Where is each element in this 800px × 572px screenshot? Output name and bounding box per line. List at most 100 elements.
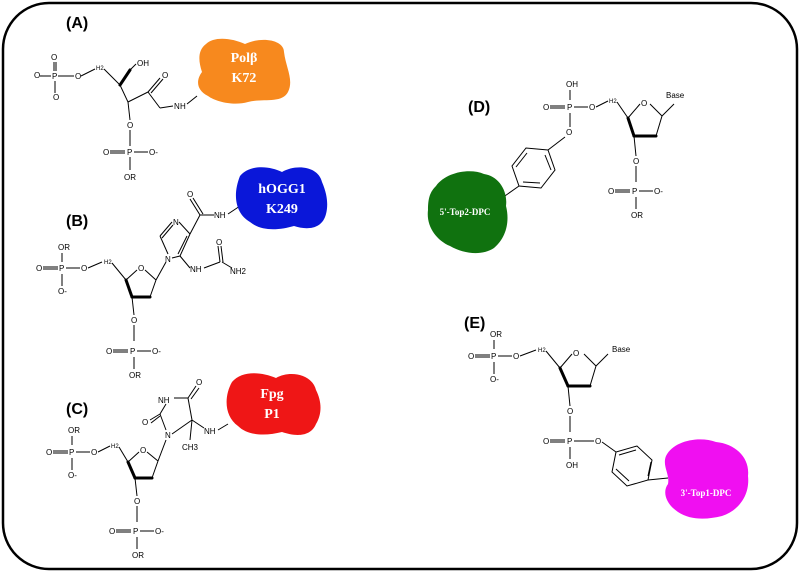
protein-name-hogg1: hOGG1 xyxy=(258,182,305,197)
atom-o-phenyl: O xyxy=(595,437,601,446)
phenyl-ring-e xyxy=(611,445,653,487)
atom-o3: O xyxy=(567,407,573,416)
atom-o-top: O xyxy=(51,53,57,62)
atom-o-top-minus: O- xyxy=(34,71,43,80)
atom-or2: OR xyxy=(124,173,136,182)
atom-oh: OH xyxy=(137,59,149,68)
phenyl-ring-d xyxy=(511,147,556,189)
protein-name-top2: 5'-Top2-DPC xyxy=(440,207,491,217)
atom-ch2: H2 xyxy=(111,444,119,450)
atom-o-right2: O- xyxy=(152,347,161,356)
atom-o-left2: O xyxy=(608,187,614,196)
atom-nh-h: H xyxy=(180,102,186,111)
atom-nh-n: N xyxy=(174,102,180,111)
panel-d-label: (D) xyxy=(468,99,490,116)
protein-blob-top1 xyxy=(664,439,749,519)
atom-o-ring: O xyxy=(573,349,579,358)
atom-p1: P xyxy=(69,448,74,457)
atom-p2: P xyxy=(130,347,135,356)
atom-o-left2: O xyxy=(103,148,109,157)
atom-o-link: O xyxy=(513,352,519,361)
atom-o-left: O xyxy=(36,264,42,273)
atom-o-right-carb: O xyxy=(196,378,202,387)
protein-name-top1: 3'-Top1-DPC xyxy=(681,488,732,498)
protein-name-fpg: Fpg xyxy=(260,387,283,402)
protein-residue-k249: K249 xyxy=(266,202,298,217)
atom-o3: O xyxy=(633,157,639,166)
atom-o-left2: O xyxy=(106,347,112,356)
protein-blob-polb xyxy=(198,38,291,104)
atom-o-minus: O- xyxy=(68,471,77,480)
atom-o-link: O xyxy=(81,264,87,273)
atom-o-link1: O xyxy=(75,72,81,81)
atom-ch2: H2 xyxy=(538,348,546,354)
atom-o-left: O xyxy=(543,103,549,112)
atom-o-minus: O- xyxy=(490,375,499,384)
atom-n-ring: N xyxy=(165,431,171,440)
atom-o-left: O xyxy=(468,352,474,361)
atom-o-left: O xyxy=(46,448,52,457)
atom-o3: O xyxy=(131,316,137,325)
atom-oh: OH xyxy=(566,80,578,89)
atom-or-top: OR xyxy=(490,330,502,339)
atom-o-left-carb: O xyxy=(142,418,148,427)
atom-p1: P xyxy=(52,72,57,81)
protein-blob-fpg xyxy=(226,373,321,435)
atom-nh-link: NH xyxy=(204,427,216,436)
atom-o-link: O xyxy=(589,103,595,112)
atom-o-carb: O xyxy=(187,190,193,199)
atom-base: Base xyxy=(612,345,631,354)
atom-o-right2: O- xyxy=(654,187,663,196)
atom-o-left1: O xyxy=(53,93,59,102)
atom-nh-side: NH xyxy=(190,265,202,274)
atom-base: Base xyxy=(666,91,685,100)
atom-o-link: O xyxy=(91,448,97,457)
panel-e: (E) OR O P O- O H2 O Base O O P OH xyxy=(464,315,749,519)
atom-or2: OR xyxy=(631,211,643,220)
atom-o-left2: O xyxy=(543,437,549,446)
atom-p1: P xyxy=(491,352,496,361)
panel-b: (B) OR O P O- O H2 O N N xyxy=(36,167,328,380)
atom-o-minus: O- xyxy=(58,287,67,296)
atom-o-carbonyl: O xyxy=(162,71,168,80)
atom-or-top: OR xyxy=(58,243,70,252)
panel-c-label: (C) xyxy=(66,401,88,418)
atom-o-urea: O xyxy=(216,238,222,247)
atom-nh2: NH2 xyxy=(230,267,247,276)
protein-name-polb: Polβ xyxy=(231,51,258,66)
atom-o-right2: O- xyxy=(149,148,158,157)
panel-a: (A) O O- P O O H2 OH O N H O P O xyxy=(34,15,291,182)
atom-o-ring: O xyxy=(641,99,647,108)
atom-ch2: H2 xyxy=(96,66,104,72)
protein-blob-top2 xyxy=(427,171,508,254)
atom-p2: P xyxy=(567,437,572,446)
panel-e-label: (E) xyxy=(464,315,485,332)
atom-nh-ring: NH xyxy=(158,396,170,405)
atom-or2: OR xyxy=(129,371,141,380)
atom-p2: P xyxy=(127,148,132,157)
atom-p1: P xyxy=(59,264,64,273)
atom-nh-top: NH xyxy=(214,211,226,220)
atom-oh: OH xyxy=(566,461,578,470)
atom-ch3: CH3 xyxy=(182,443,199,452)
protein-residue-k72: K72 xyxy=(232,71,257,86)
atom-o-ring: O xyxy=(140,446,146,455)
atom-n1: N xyxy=(165,255,171,264)
atom-p2: P xyxy=(133,527,138,536)
panel-a-label: (A) xyxy=(66,15,88,32)
atom-ch2: H2 xyxy=(104,260,112,266)
atom-or2: OR xyxy=(132,551,144,560)
panel-b-label: (B) xyxy=(66,213,88,230)
atom-o3: O xyxy=(134,497,140,506)
atom-o-right2: O- xyxy=(155,527,164,536)
atom-n2: N xyxy=(173,218,179,227)
protein-residue-p1: P1 xyxy=(264,407,280,422)
panel-d: (D) OH O P O H2 O O Base O O xyxy=(427,80,685,254)
panel-c: (C) OR O P O- O H2 O N O NH O xyxy=(46,373,321,560)
atom-o-phenyl: O xyxy=(566,128,572,137)
atom-o-left2: O xyxy=(109,527,115,536)
atom-p1: P xyxy=(567,103,572,112)
atom-o3: O xyxy=(127,121,133,130)
